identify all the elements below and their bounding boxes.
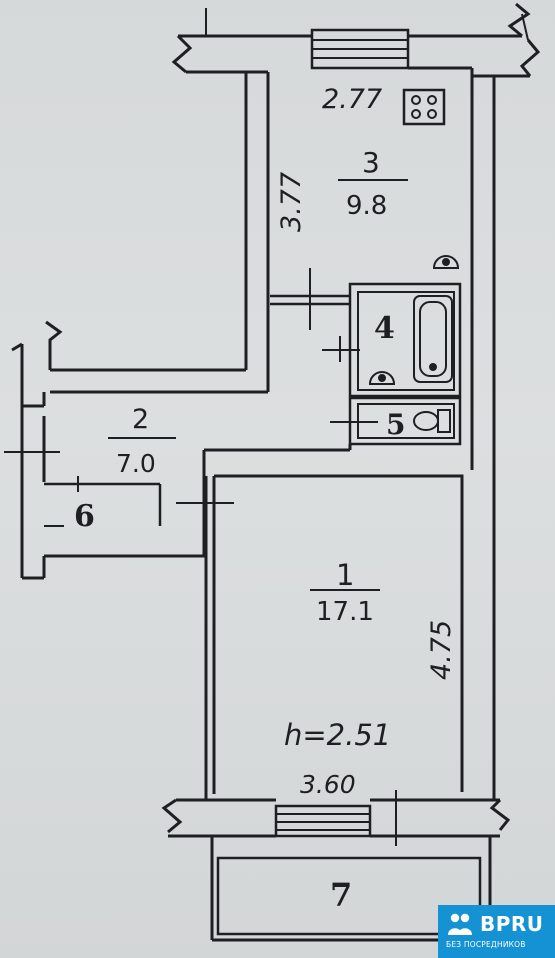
room-3-number: 3 [362,146,380,179]
room-width-label: 3.60 [300,770,356,799]
room-4-number: 4 [374,311,395,346]
ceiling-height-label: h=2.51 [284,718,391,752]
room-2-number: 2 [132,404,149,435]
badge-brand: BPRU [480,912,544,936]
room-3-area: 9.8 [346,191,387,221]
top-exterior-wall [171,2,541,78]
kitchen-width-label: 2.77 [322,84,382,115]
kitchen-depth-label: 3.77 [276,172,307,232]
room-6-number: 6 [74,499,95,534]
kitchen-walls [45,72,350,394]
room-5-number: 5 [386,408,405,441]
top-window [310,28,410,70]
room-1-number: 1 [336,558,354,592]
labels: 2.77 3.77 3 9.8 4 5 2 7.0 6 1 17.1 4.75 … [74,84,457,914]
bpru-badge[interactable]: BPRU БЕЗ ПОСРЕДНИКОВ [438,905,555,958]
right-exterior-wall [470,76,496,800]
bathroom-block [322,282,462,446]
stove-icon [402,88,446,126]
kitchen-sink-icon [432,255,460,269]
room-1-walls [176,474,464,800]
room-depth-label: 4.75 [426,620,457,680]
room-2-area: 7.0 [116,449,156,478]
badge-tagline: БЕЗ ПОСРЕДНИКОВ [446,940,526,949]
room-7-number: 7 [330,876,352,914]
sink-icon [368,371,396,385]
room-1-area: 17.1 [316,597,374,627]
toilet-icon [413,409,451,433]
bathtub-icon [413,295,453,383]
closet-6 [44,476,162,527]
hallway-walls [4,342,352,580]
people-icon [448,913,472,935]
